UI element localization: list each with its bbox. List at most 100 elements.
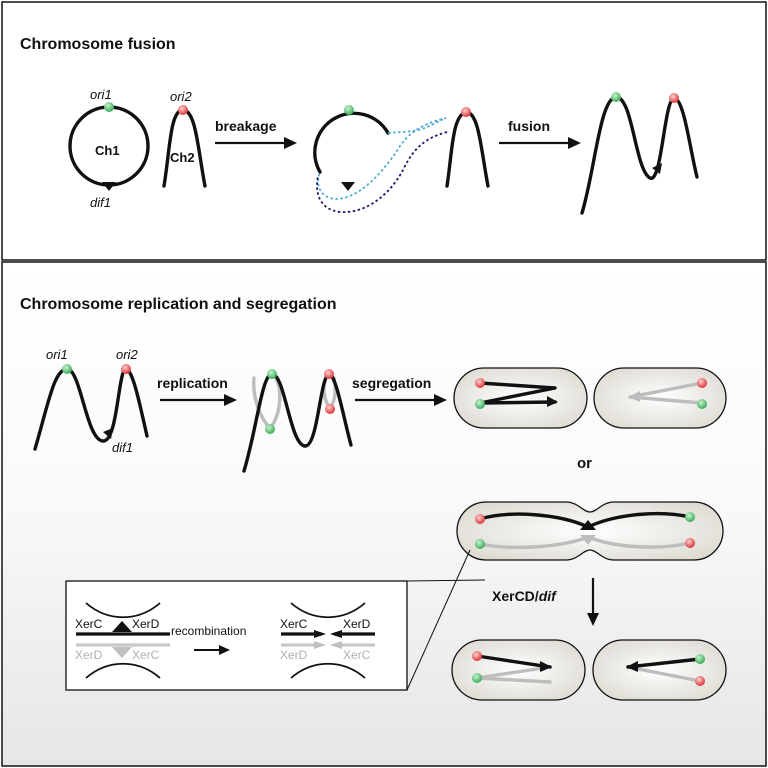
ori1-marker-icon: [104, 102, 114, 112]
inset-before: XerC XerD XerD XerC: [75, 602, 170, 679]
inset-after-arc-bottom: [290, 662, 366, 679]
fused-ori2-icon: [669, 93, 679, 103]
dividing-cell-dif-black-icon: [580, 520, 596, 530]
fusion-label: fusion: [508, 118, 550, 134]
inset-after-xer-grey-right-icon: [330, 641, 342, 649]
inset-after-xerc-label: XerC: [280, 617, 308, 631]
replication-label: replication: [157, 375, 228, 391]
fused-ori1-icon: [611, 92, 621, 102]
dividing-cell-ori1-right-icon: [685, 512, 695, 522]
broken-ring: [313, 111, 390, 174]
cell-right-a-ori2-icon: [697, 378, 707, 388]
resolved-left-arrowhead-icon: [540, 661, 552, 672]
resolved-left-ori2-icon: [472, 651, 482, 661]
dif1-label: dif1: [90, 195, 111, 210]
fusion-arrow-icon: [499, 137, 581, 149]
zoom-connector-bottom: [406, 549, 471, 691]
replication-arrow-icon: [160, 394, 237, 406]
prereplication-chromosome: ori1 ori2 dif1: [33, 347, 149, 455]
chromosome-2: ori2 Ch2: [162, 89, 207, 188]
inset-after: XerC XerD XerD XerC: [280, 602, 375, 679]
inset-after-xer-black-left-icon: [314, 630, 326, 638]
inset-before-arc-top: [85, 602, 161, 619]
replicated-ori2-copy-icon: [325, 404, 335, 414]
recombination-label: recombination: [171, 624, 246, 638]
prereplication-ori1-label: ori1: [46, 347, 68, 362]
xercd-dif-label: XerCD/dif: [492, 588, 557, 604]
fusion-panel: Chromosome fusion ori1 Ch1 dif1 ori2 Ch2…: [1, 1, 767, 261]
ori2-marker-icon: [178, 105, 188, 115]
cell-right-a-ori1-icon: [697, 399, 707, 409]
dividing-cell-dif-grey-icon: [580, 535, 596, 545]
segregation-arrow-icon: [355, 394, 447, 406]
fused-dif-arrowhead-icon: [652, 163, 662, 174]
resolved-left-black-strand: [475, 654, 552, 669]
breakage-arrow-icon: [215, 137, 297, 149]
zoom-connector-top: [406, 579, 486, 582]
or-label: or: [577, 455, 592, 472]
inset-before-xerc-grey-label: XerC: [132, 648, 160, 662]
segregation-label: segregation: [352, 375, 431, 391]
inset-before-arc-bottom: [85, 662, 161, 679]
daughter-cell-left-a: [453, 367, 588, 429]
inset-before-xerd-grey-label: XerD: [75, 648, 103, 662]
fused-chromosome-line: [580, 95, 699, 215]
resolved-right-ori1-icon: [695, 654, 705, 664]
cell-right-a-arrowhead-icon: [628, 391, 640, 402]
dif1-arrowhead-icon: [102, 182, 116, 191]
fusion-panel-frame: [1, 1, 767, 261]
replicated-ori1-copy-icon: [265, 424, 275, 434]
inset-after-xer-grey-left-icon: [314, 641, 326, 649]
inset-before-xerc-label: XerC: [75, 617, 103, 631]
resolved-right-black-strand: [626, 657, 702, 669]
inset-after-xer-black-right-icon: [330, 630, 342, 638]
broken-ring-ori1-icon: [344, 105, 354, 115]
prereplication-ori2-icon: [121, 364, 131, 374]
daughter-cell-right-a: [593, 367, 727, 429]
resolved-cell-left: [451, 639, 586, 701]
dividing-cell: [456, 501, 724, 561]
breakage-connector-light-blue: [317, 117, 447, 200]
inset-after-arc-top: [290, 602, 366, 619]
cell-left-a-arrowhead-icon: [547, 396, 558, 407]
inset-before-xer-black-icon: [112, 621, 132, 632]
cell-left-a-chromosome: [478, 381, 557, 405]
replicated-ori1-top-icon: [267, 369, 277, 379]
replicated-chromosome: [242, 369, 353, 473]
prereplication-chromosome-line: [33, 367, 149, 451]
prereplication-ori2-label: ori2: [116, 347, 138, 362]
cell-left-a-ori1-icon: [475, 399, 485, 409]
resolved-right-arrowhead-icon: [626, 661, 638, 672]
dividing-cell-ori2-right-icon: [685, 538, 695, 548]
ori2-label: ori2: [170, 89, 192, 104]
breakage-label: breakage: [215, 118, 277, 134]
prereplication-dif-arrowhead-icon: [103, 428, 113, 439]
fused-chromosome: [580, 92, 699, 215]
broken-chromosome-2: [445, 107, 490, 188]
replicated-ori2-top-icon: [324, 369, 334, 379]
resolved-right-ori2-icon: [695, 676, 705, 686]
resolved-cell-right: [592, 639, 727, 701]
inset-before-xerd-label: XerD: [132, 617, 160, 631]
chromosome-1: ori1 Ch1 dif1: [68, 87, 150, 210]
ch2-label: Ch2: [170, 150, 195, 165]
breakage-connector-dark-blue: [316, 131, 448, 213]
prereplication-dif1-label: dif1: [112, 440, 133, 455]
dividing-cell-ori1-left-icon: [475, 539, 485, 549]
fusion-panel-title: Chromosome fusion: [20, 36, 176, 53]
dividing-cell-ori2-left-icon: [475, 514, 485, 524]
inset-before-xer-grey-icon: [112, 647, 132, 658]
cell-left-a-ori2-icon: [475, 378, 485, 388]
replicated-chromosome-line: [242, 372, 353, 473]
broken-ring-dif-arrowhead-icon: [341, 182, 355, 191]
xercd-arrow-icon: [587, 578, 599, 626]
inset-after-xerc-grey-label: XerC: [343, 648, 371, 662]
prereplication-ori1-icon: [62, 364, 72, 374]
replication-panel: Chromosome replication and segregation o…: [1, 261, 767, 767]
recombination-inset: XerC XerD XerD XerC recombination: [65, 580, 408, 691]
broken-chromosome-1: [313, 105, 448, 213]
inset-after-xerd-label: XerD: [343, 617, 371, 631]
recombination-arrow-icon: [194, 645, 230, 655]
broken-ch2-ori2-icon: [461, 107, 471, 117]
